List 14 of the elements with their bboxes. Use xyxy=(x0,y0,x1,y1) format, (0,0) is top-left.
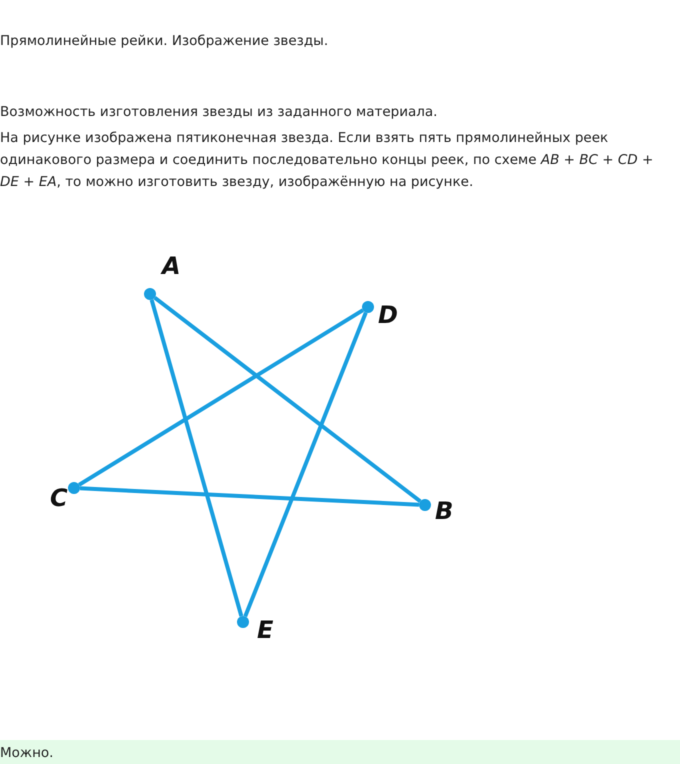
star-line xyxy=(80,486,420,507)
star-line xyxy=(78,308,364,487)
point-label: B xyxy=(435,498,454,524)
star-line xyxy=(154,296,422,503)
problem-text: На рисунке изображена пятиконечная звезда. Если взять пять прямолинейных реек одинакового размера и соединить последовательно концы реек, по схеме AB + BC + CD + DE + EA, то можно изготовить звезду, изображённую на рисунке. xyxy=(0,129,654,192)
point-label: C xyxy=(50,485,68,511)
star-line xyxy=(243,312,368,618)
section-heading: Возможность изготовления звезды из заданного материала. xyxy=(0,103,438,122)
answer-text: Можно. xyxy=(0,740,680,764)
point-label: E xyxy=(257,617,274,643)
point-label: A xyxy=(162,253,181,279)
point-label: D xyxy=(378,302,398,328)
star-line xyxy=(150,299,244,617)
page-title: Прямолинейные рейки. Изображение звезды. xyxy=(0,32,330,51)
